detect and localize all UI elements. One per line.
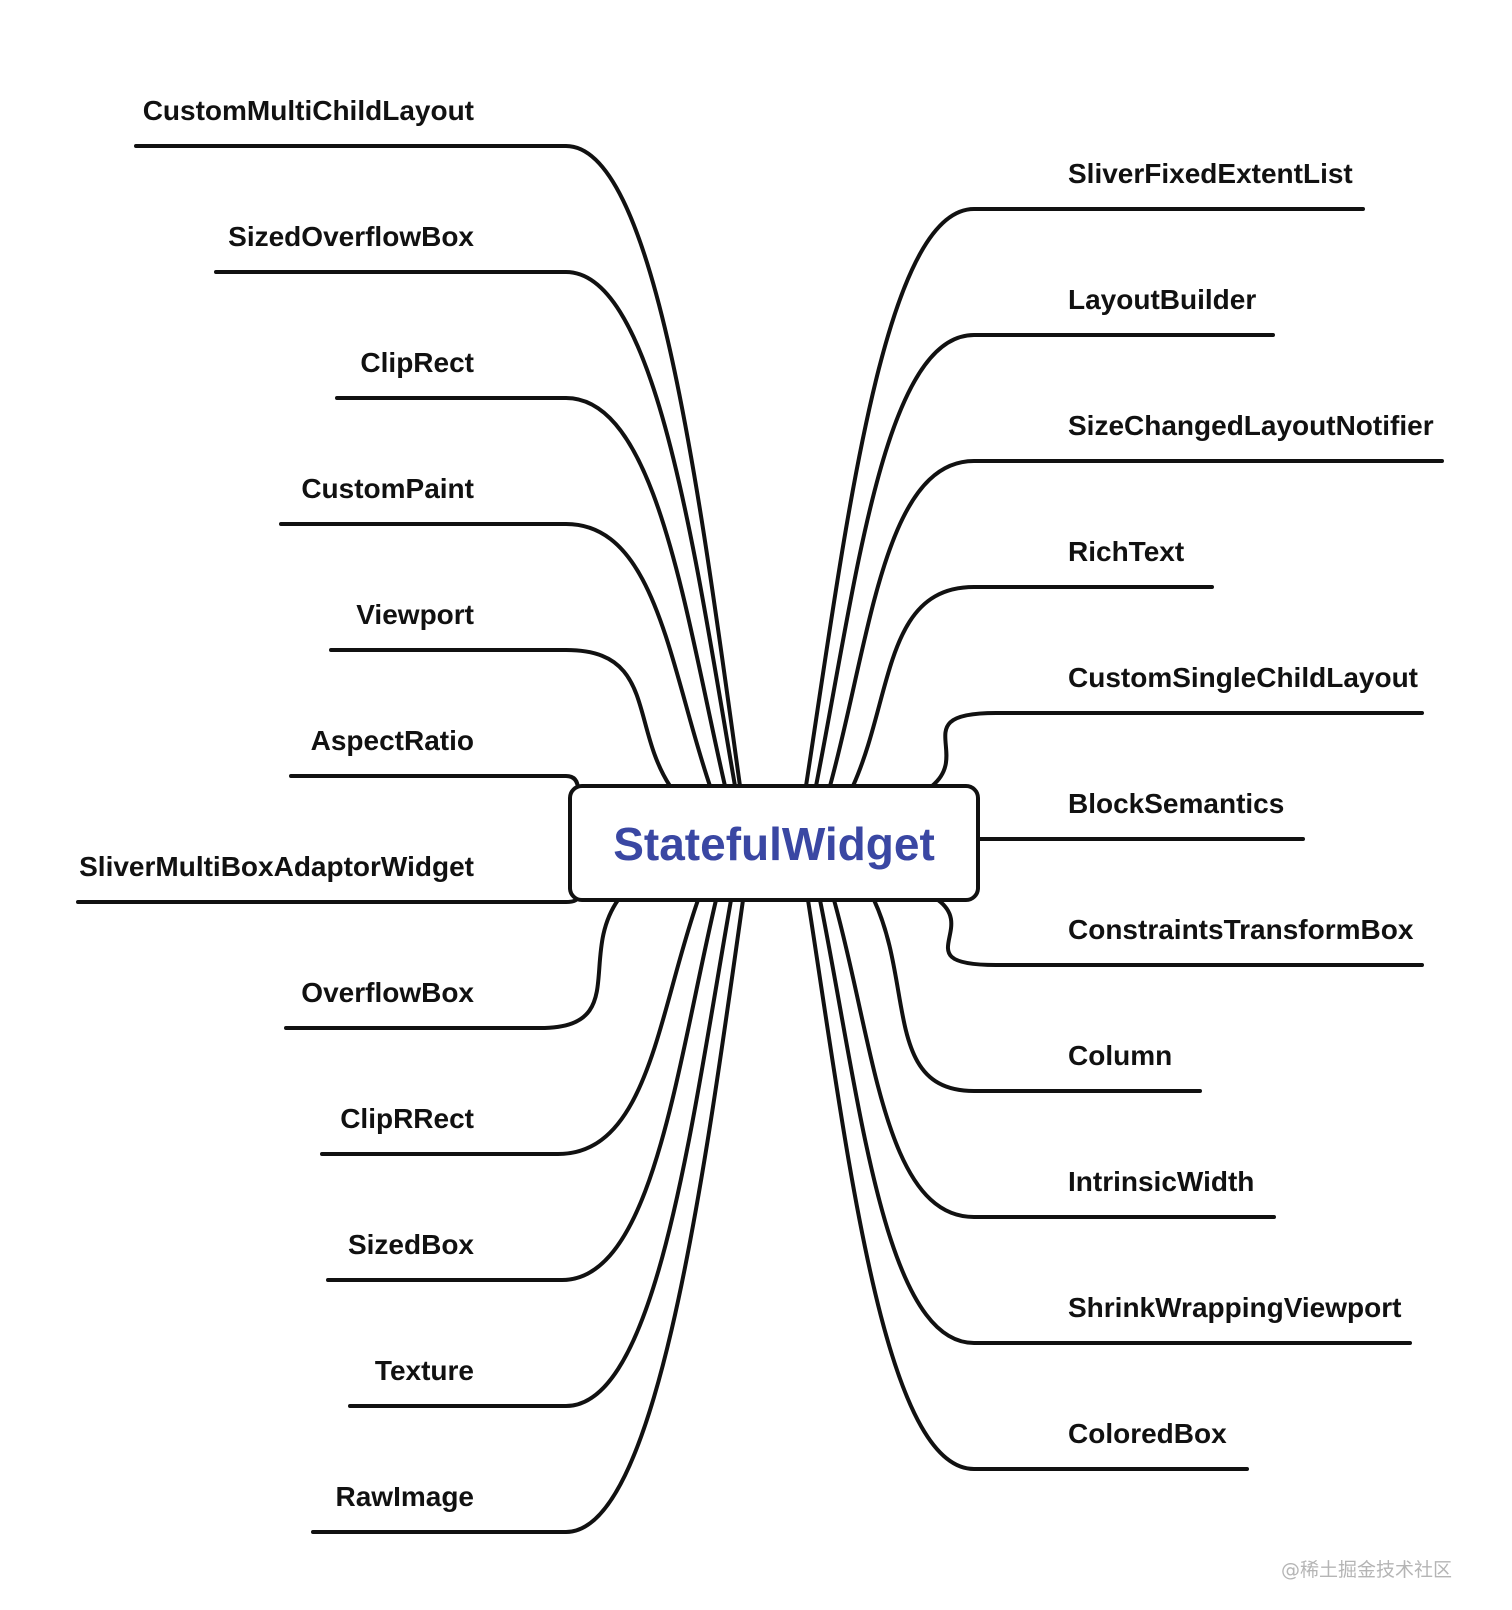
branch-label-clip-r-rect: ClipRRect [340, 1103, 474, 1134]
branch-line-constraints-transform-box [936, 898, 1424, 967]
branch-line-clip-r-rect [320, 898, 700, 1156]
branch-line-texture [348, 898, 733, 1408]
branch-label-texture: Texture [375, 1355, 474, 1386]
root-node-label: StatefulWidget [613, 818, 935, 870]
branch-label-constraints-transform-box: ConstraintsTransformBox [1068, 914, 1414, 945]
root-node: StatefulWidget [568, 784, 980, 902]
branch-line-raw-image [311, 898, 745, 1534]
branch-line-size-changed-layout-notifier [828, 459, 1444, 788]
branch-label-block-semantics: BlockSemantics [1068, 788, 1284, 819]
branch-line-column [872, 898, 1202, 1093]
branch-label-overflow-box: OverflowBox [301, 977, 474, 1008]
branch-label-viewport: Viewport [356, 599, 474, 630]
branch-label-column: Column [1068, 1040, 1172, 1071]
branch-label-custom-paint: CustomPaint [301, 473, 474, 504]
branch-label-sliver-multi-box-adaptor-widget: SliverMultiBoxAdaptorWidget [79, 851, 474, 882]
branch-label-sized-overflow-box: SizedOverflowBox [228, 221, 474, 252]
branch-line-sized-overflow-box [214, 270, 737, 788]
branch-line-overflow-box [284, 898, 620, 1030]
branch-label-custom-multi-child-layout: CustomMultiChildLayout [143, 95, 474, 126]
branch-label-aspect-ratio: AspectRatio [311, 725, 474, 756]
branch-label-rich-text: RichText [1068, 536, 1184, 567]
branch-line-sized-box [326, 898, 718, 1282]
branch-line-viewport [329, 648, 672, 788]
branch-line-custom-single-child-layout [930, 711, 1424, 788]
branch-line-shrink-wrapping-viewport [818, 898, 1412, 1345]
branch-line-layout-builder [814, 333, 1275, 788]
branch-line-rich-text [851, 585, 1214, 788]
branch-label-shrink-wrapping-viewport: ShrinkWrappingViewport [1068, 1292, 1401, 1323]
branch-label-raw-image: RawImage [336, 1481, 475, 1512]
branch-line-aspect-ratio [289, 774, 580, 792]
branch-line-colored-box [806, 898, 1249, 1471]
branch-line-sliver-fixed-extent-list [804, 207, 1365, 788]
branch-line-clip-rect [335, 396, 727, 788]
branch-line-sliver-multi-box-adaptor-widget [76, 894, 580, 904]
watermark: @稀土掘金技术社区 [1280, 1559, 1452, 1581]
branch-label-sliver-fixed-extent-list: SliverFixedExtentList [1068, 158, 1353, 189]
branch-label-clip-rect: ClipRect [360, 347, 474, 378]
branch-line-custom-multi-child-layout [134, 144, 742, 788]
left-branches: CustomMultiChildLayoutSizedOverflowBoxCl… [76, 95, 745, 1534]
branch-label-custom-single-child-layout: CustomSingleChildLayout [1068, 662, 1418, 693]
root-node-box [568, 784, 980, 902]
branch-line-intrinsic-width [832, 898, 1276, 1219]
right-branches: SliverFixedExtentListLayoutBuilderSizeCh… [804, 158, 1444, 1471]
branch-line-custom-paint [279, 522, 712, 788]
branch-label-size-changed-layout-notifier: SizeChangedLayoutNotifier [1068, 410, 1434, 441]
branch-label-layout-builder: LayoutBuilder [1068, 284, 1256, 315]
branch-label-sized-box: SizedBox [348, 1229, 474, 1260]
branch-label-colored-box: ColoredBox [1068, 1418, 1227, 1449]
branch-label-intrinsic-width: IntrinsicWidth [1068, 1166, 1254, 1197]
